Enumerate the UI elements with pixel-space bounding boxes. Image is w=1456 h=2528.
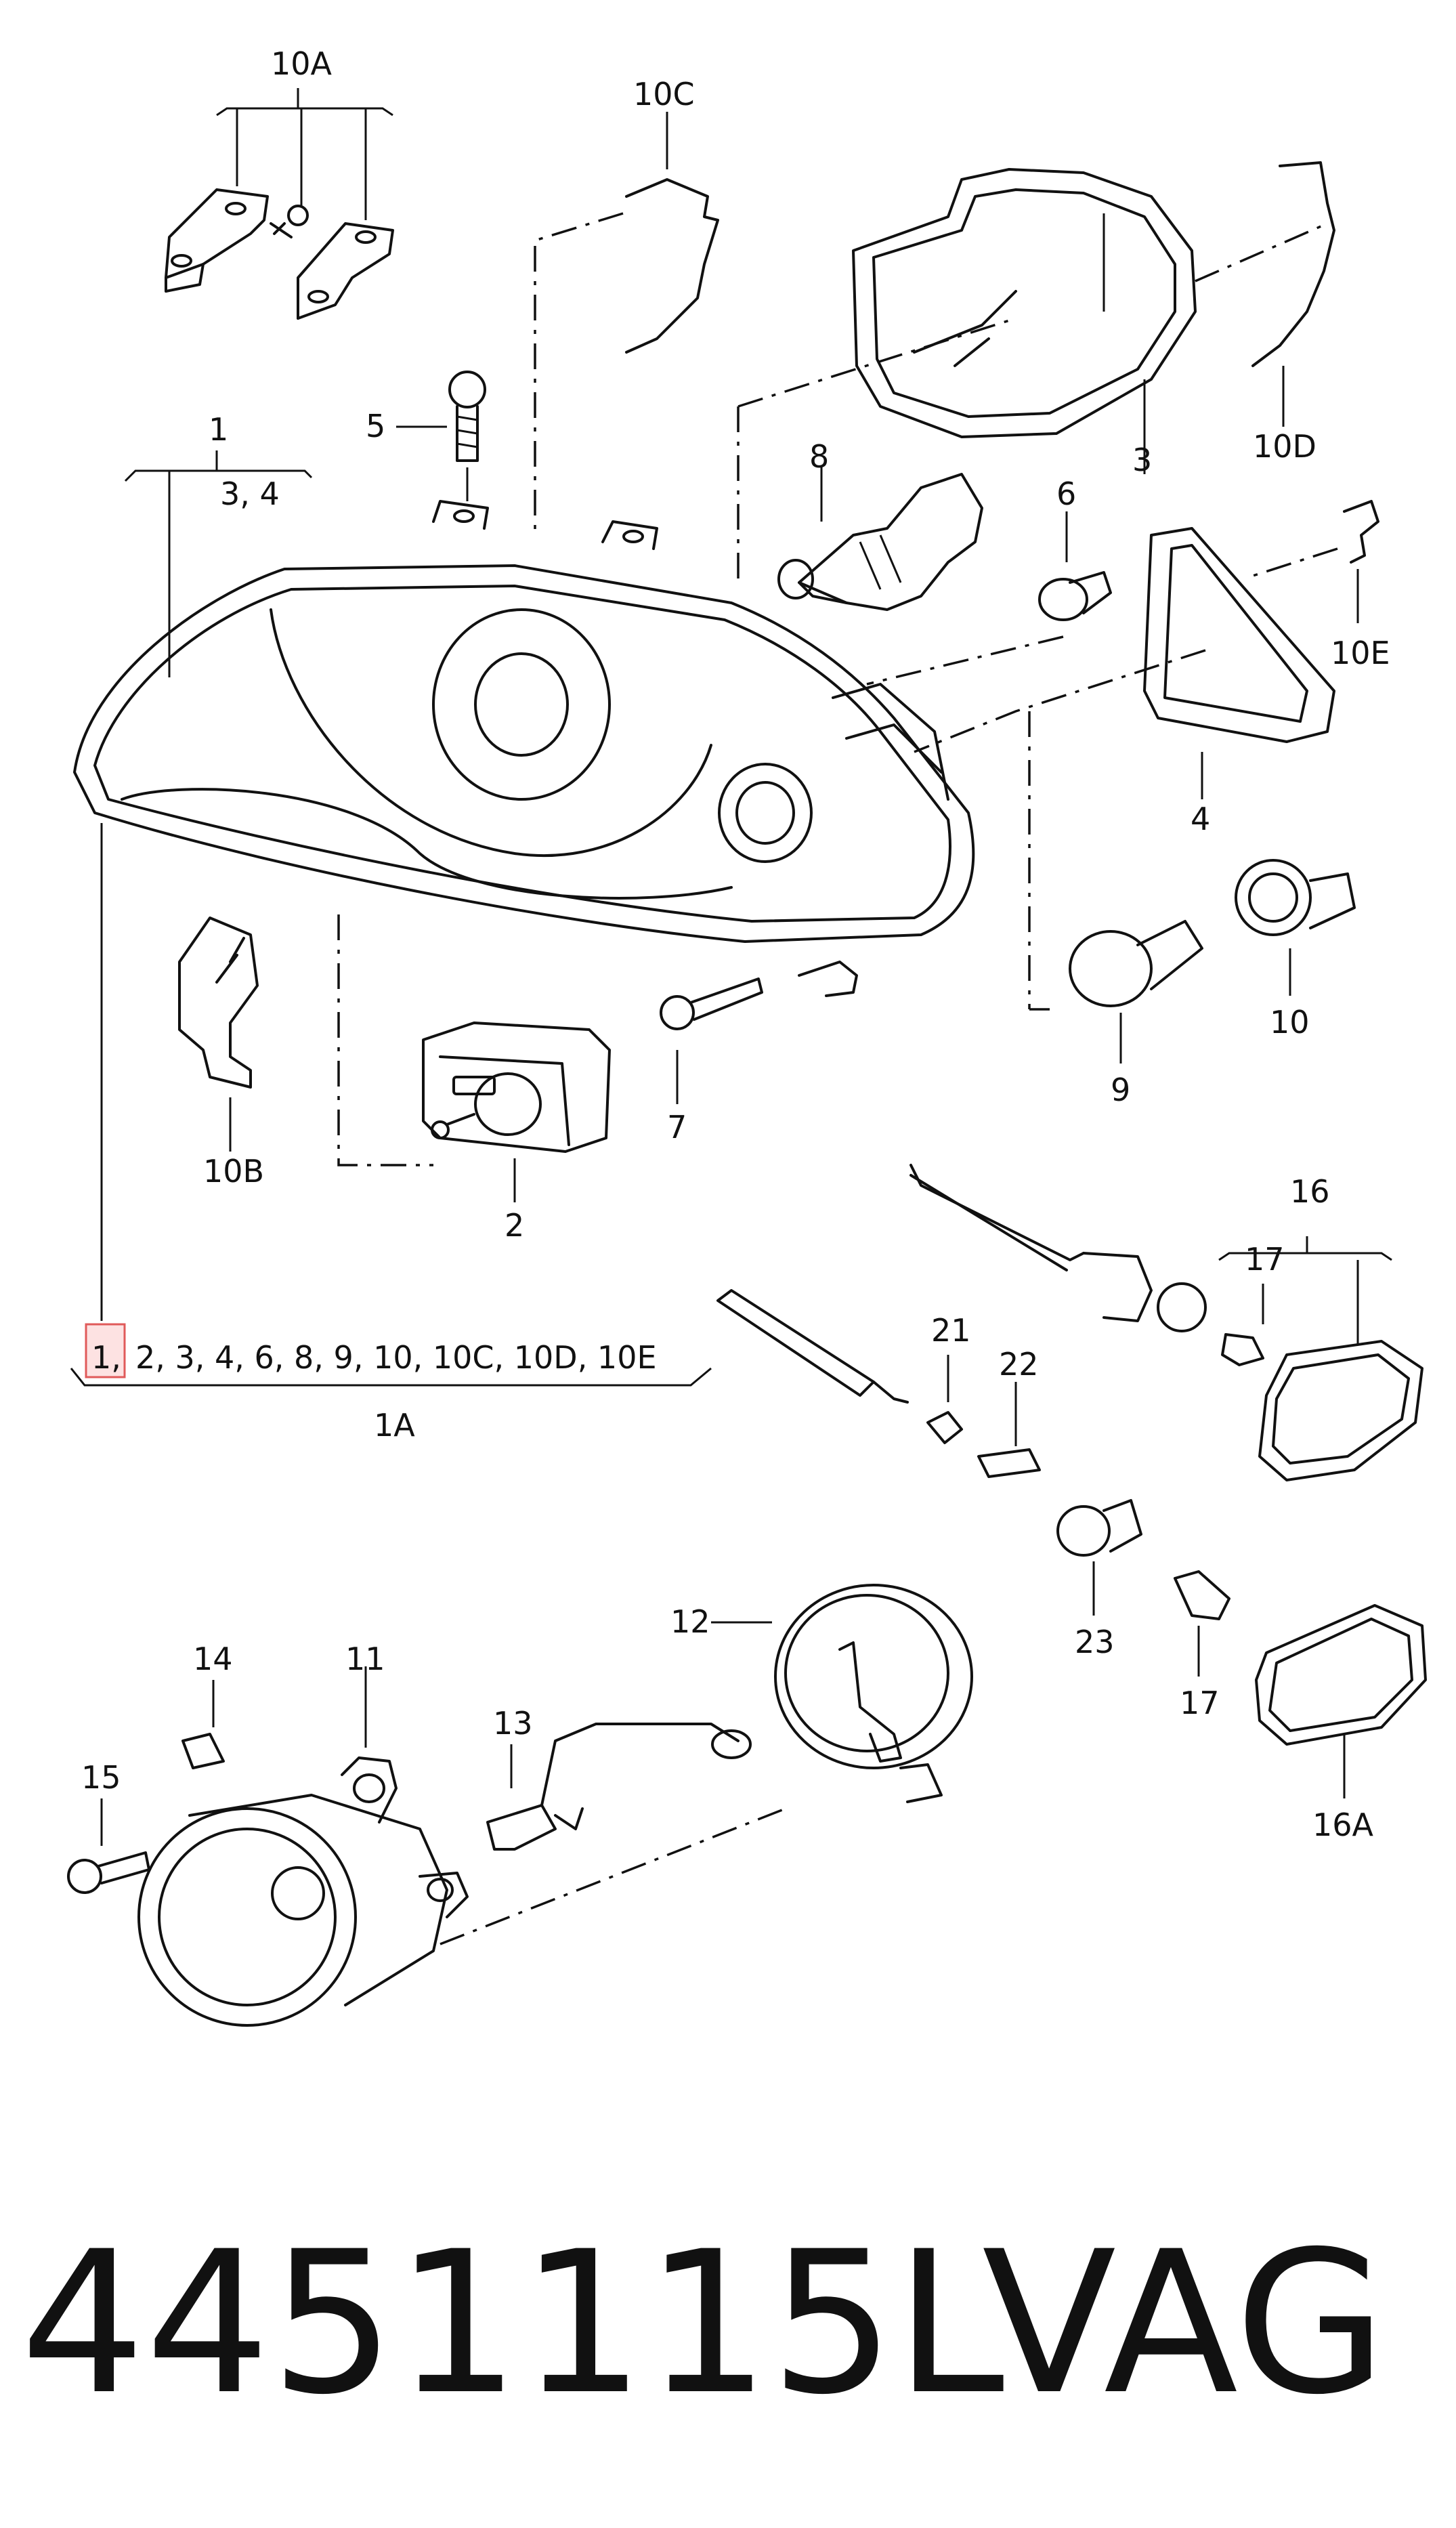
label-23: 23 [1075,1624,1115,1660]
brand-name: VAG [982,2210,1387,2438]
cover-3 [737,168,1328,586]
wire-10d [1251,161,1335,427]
fog-bezel-12 [711,1584,973,1803]
clip-10c [534,112,719,535]
label-5: 5 [366,408,385,444]
kit-list-first: 1, [91,1339,121,1376]
label-21: 21 [931,1312,971,1349]
label-17a: 17 [1245,1241,1285,1278]
label-16: 16 [1290,1173,1330,1210]
label-2: 2 [505,1207,524,1244]
bracket-10a [165,88,394,320]
label-10d: 10D [1253,428,1316,465]
label-3: 3 [1132,442,1152,478]
label-3-4: 3, 4 [220,476,280,512]
bulb-6 [866,511,1112,686]
label-10c: 10C [633,76,695,112]
terminal-22 [977,1382,1041,1478]
fog-bulb-13 [486,1723,752,1851]
label-7: 7 [667,1109,687,1145]
label-8: 8 [809,438,829,475]
label-12: 12 [670,1603,710,1640]
screw-7 [660,961,858,1104]
bulb-8 [777,467,983,611]
kit-list-rest: 2, 3, 4, 6, 8, 9, 10, 10C, 10D, 10E [135,1339,657,1376]
label-14: 14 [193,1641,233,1677]
kit-brace-1a [70,1323,712,1387]
label-6: 6 [1056,476,1076,512]
side-marker-16a [1255,1604,1427,1798]
clip-10e [1252,500,1379,623]
clip-14 [181,1680,225,1769]
bulb-17b [1174,1570,1230,1677]
label-13: 13 [493,1705,533,1742]
label-4: 4 [1191,801,1210,837]
socket-10 [1235,859,1356,996]
projector-2 [422,1021,611,1202]
socket-23 [1056,1499,1142,1616]
headlight-housing-1 [73,450,975,1321]
bracket-10b [178,917,259,1152]
part-labels: 10A 10C 10D 10E 1 3, 4 5 8 6 3 4 10B 7 2… [81,45,1390,1843]
highlight-item-1 [85,1323,126,1378]
label-1: 1 [209,411,228,448]
label-9: 9 [1111,1072,1130,1108]
label-10a: 10A [271,45,333,82]
cover-4 [914,527,1335,1009]
harness-wire [716,1289,909,1404]
label-17b: 17 [1180,1685,1220,1721]
label-11: 11 [345,1641,385,1677]
label-10e: 10E [1331,635,1390,671]
label-10b: 10B [203,1153,264,1189]
label-22: 22 [999,1346,1039,1383]
label-15: 15 [81,1759,121,1796]
label-10: 10 [1270,1004,1310,1040]
part-number: 4451115L [20,2210,1006,2438]
grommet-21 [926,1355,963,1444]
screw-5 [396,371,486,501]
label-16a: 16A [1312,1807,1374,1843]
fog-lamp-11 [137,1666,786,2027]
label-1a: 1A [374,1407,415,1444]
bulb-9 [1029,920,1203,1063]
side-marker-16 [909,1164,1423,1481]
screw-15 [67,1798,150,1894]
